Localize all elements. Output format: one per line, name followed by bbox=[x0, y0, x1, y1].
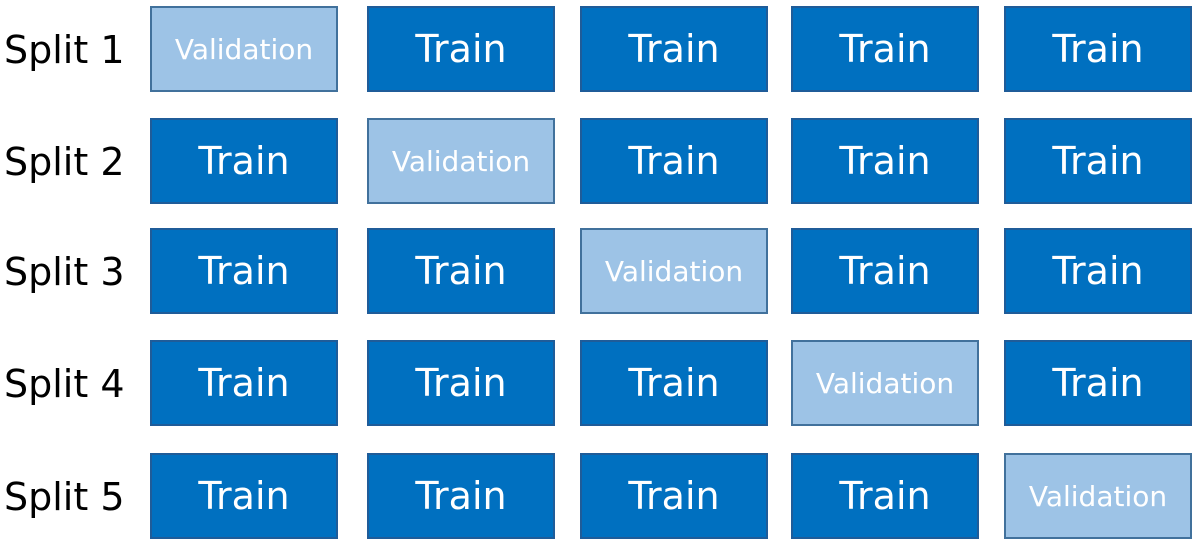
train-fold-cell: Train bbox=[150, 453, 338, 539]
train-fold-cell: Train bbox=[1004, 340, 1192, 426]
train-fold-cell: Train bbox=[580, 118, 768, 204]
split-label: Split 2 bbox=[4, 140, 125, 184]
train-fold-cell: Train bbox=[150, 340, 338, 426]
train-fold-cell: Train bbox=[367, 453, 555, 539]
train-fold-cell: Train bbox=[1004, 6, 1192, 92]
train-fold-cell: Train bbox=[367, 228, 555, 314]
train-fold-cell: Train bbox=[791, 453, 979, 539]
validation-fold-cell: Validation bbox=[1004, 453, 1192, 539]
train-fold-cell: Train bbox=[367, 340, 555, 426]
split-label: Split 1 bbox=[4, 28, 125, 72]
train-fold-cell: Train bbox=[791, 118, 979, 204]
split-label: Split 4 bbox=[4, 362, 125, 406]
train-fold-cell: Train bbox=[1004, 118, 1192, 204]
train-fold-cell: Train bbox=[150, 228, 338, 314]
split-label: Split 5 bbox=[4, 475, 125, 519]
train-fold-cell: Train bbox=[580, 340, 768, 426]
train-fold-cell: Train bbox=[367, 6, 555, 92]
train-fold-cell: Train bbox=[791, 228, 979, 314]
validation-fold-cell: Validation bbox=[791, 340, 979, 426]
validation-fold-cell: Validation bbox=[367, 118, 555, 204]
train-fold-cell: Train bbox=[150, 118, 338, 204]
train-fold-cell: Train bbox=[580, 453, 768, 539]
validation-fold-cell: Validation bbox=[150, 6, 338, 92]
split-label: Split 3 bbox=[4, 250, 125, 294]
validation-fold-cell: Validation bbox=[580, 228, 768, 314]
train-fold-cell: Train bbox=[791, 6, 979, 92]
train-fold-cell: Train bbox=[580, 6, 768, 92]
train-fold-cell: Train bbox=[1004, 228, 1192, 314]
